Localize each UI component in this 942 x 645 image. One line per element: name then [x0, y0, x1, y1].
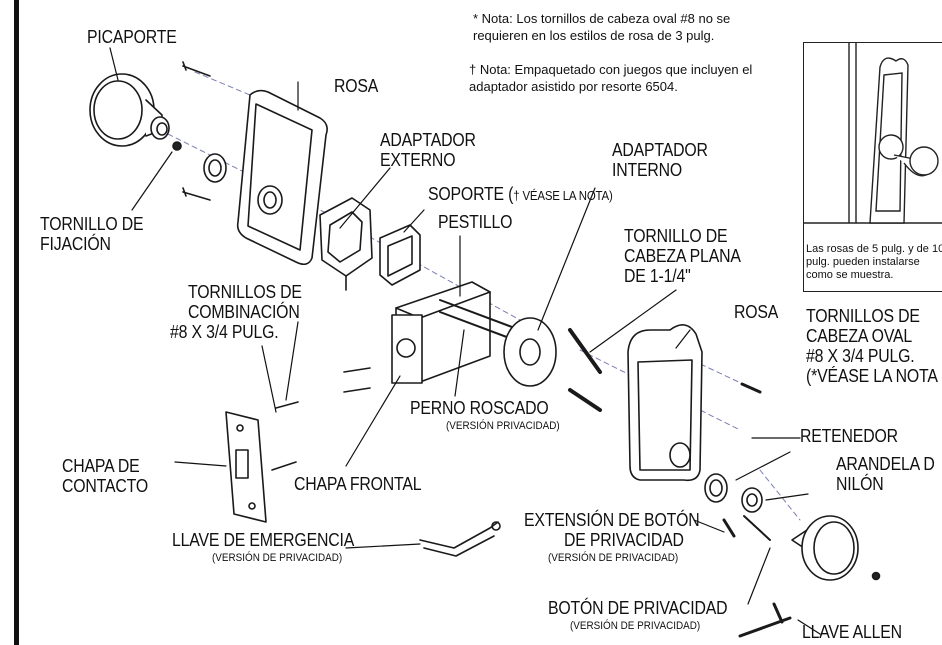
latch [391, 281, 521, 384]
inset-drawing [804, 43, 942, 224]
label-adaptador-interno-1: ADAPTADOR [612, 140, 708, 160]
setscrew-left [172, 141, 182, 151]
leader-lines [109, 47, 821, 635]
label-extension-2: DE PRIVACIDAD [564, 530, 684, 550]
label-chapa-contacto-2: CONTACTO [62, 476, 149, 496]
rose-right [627, 324, 703, 482]
label-tornillos-combinacion-1: TORNILLOS DE [188, 282, 302, 302]
label-retenedor: RETENEDOR [800, 426, 898, 446]
allen-key [738, 602, 792, 638]
label-boton-privacidad: BOTÓN DE PRIVACIDAD [548, 598, 728, 618]
outer-adapter [319, 197, 373, 291]
nylon-washer [741, 487, 763, 513]
label-perno-roscado-sub: (VERSIÓN PRIVACIDAD) [446, 420, 560, 432]
label-tornillo-plana-2: CABEZA PLANA [624, 246, 741, 266]
label-rosa-top: ROSA [334, 76, 379, 96]
label-chapa-contacto-1: CHAPA DE [62, 456, 140, 476]
label-boton-privacidad-sub: (VERSIÓN DE PRIVACIDAD) [570, 620, 701, 632]
label-llave-emergencia: LLAVE DE EMERGENCIA [172, 530, 355, 550]
inset-panel [803, 42, 942, 292]
label-tornillo-plana-1: TORNILLO DE [624, 226, 728, 246]
label-tornillos-combinacion-3: #8 X 3/4 PULG. [170, 322, 279, 342]
label-tornillos-oval-3: #8 X 3/4 PULG. [806, 346, 915, 366]
label-rosa-right: ROSA [734, 302, 779, 322]
label-adaptador-externo-2: EXTERNO [380, 150, 456, 170]
label-tornillos-oval-2: CABEZA OVAL [806, 326, 913, 346]
retainer-right [704, 473, 728, 503]
label-soporte-note: † VÉASE LA NOTA) [513, 188, 613, 203]
label-llave-allen: LLAVE ALLEN [802, 622, 902, 642]
label-perno-roscado: PERNO ROSCADO [410, 398, 549, 418]
label-tornillos-oval-1: TORNILLOS DE [806, 306, 920, 326]
label-tornillo-fijacion-2: FIJACIÓN [40, 234, 111, 254]
oval-screw-right [740, 382, 762, 394]
privacy-button [743, 515, 771, 541]
label-picaporte: PICAPORTE [87, 27, 177, 47]
label-adaptador-interno-2: INTERNO [612, 160, 683, 180]
screw-bottom [182, 187, 211, 201]
knob-right [791, 515, 859, 581]
inner-adapter [503, 317, 557, 387]
label-tornillo-plana-3: DE 1-1/4" [624, 266, 691, 286]
note-oval-screws: * Nota: Los tornillos de cabeza oval #8 … [473, 11, 731, 43]
strike-plate [225, 411, 267, 523]
setscrew-right [871, 571, 881, 581]
label-pestillo: PESTILLO [438, 212, 513, 232]
label-arandela-1: ARANDELA D [836, 454, 935, 474]
left-border-bar [14, 0, 19, 645]
label-arandela-2: NILÓN [836, 474, 884, 494]
rose-left [236, 89, 328, 266]
label-tornillos-oval-4: (*VÉASE LA NOTA [806, 366, 938, 386]
label-soporte: SOPORTE († VÉASE LA NOTA) [428, 184, 613, 204]
label-tornillos-combinacion-2: COMBINACIÓN [188, 302, 300, 322]
flathead-screws [568, 328, 602, 412]
label-extension-sub: (VERSIÓN DE PRIVACIDAD) [548, 552, 679, 564]
support-bracket [379, 224, 421, 286]
knob-left [89, 73, 170, 147]
emergency-key [419, 521, 501, 557]
label-extension-1: EXTENSIÓN DE BOTÓN [524, 510, 700, 530]
inset-caption: Las rosas de 5 pulg. y de 10 pulg. puede… [806, 243, 942, 281]
privacy-extension [722, 518, 736, 538]
label-llave-emergencia-sub: (VERSIÓN DE PRIVACIDAD) [212, 552, 343, 564]
note-packaging: † Nota: Empaquetado con juegos que inclu… [469, 62, 753, 94]
label-adaptador-externo-1: ADAPTADOR [380, 130, 476, 150]
combination-screws [271, 367, 371, 471]
retainer-ring-left [203, 153, 227, 183]
screw-top [182, 61, 211, 77]
label-chapa-frontal: CHAPA FRONTAL [294, 474, 422, 494]
label-tornillo-fijacion-1: TORNILLO DE [40, 214, 144, 234]
